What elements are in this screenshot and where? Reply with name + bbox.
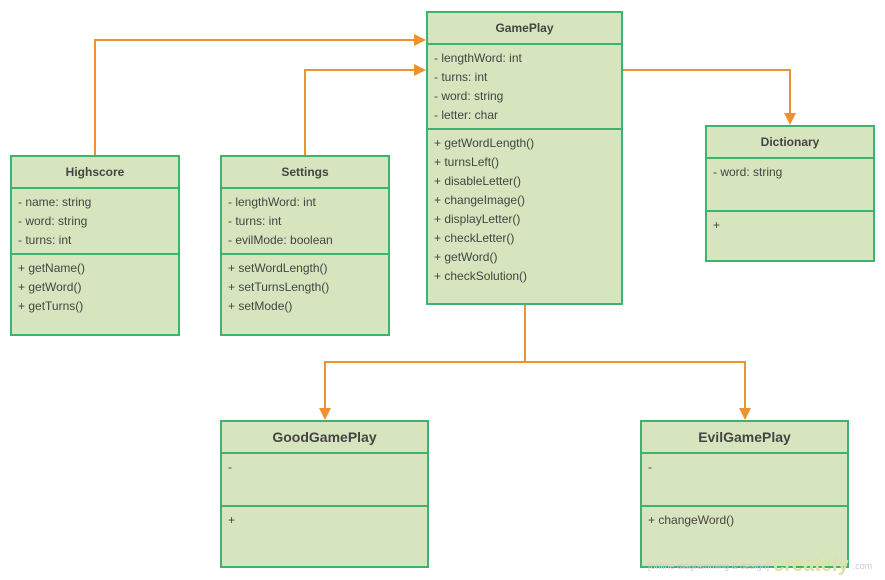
operation: + (228, 513, 236, 527)
edge-gameplay-to-dictionary[interactable] (623, 69, 796, 125)
attributes-section: - (222, 452, 427, 505)
operation: + setTurnsLength() (228, 280, 330, 294)
attribute: - lengthWord: int (228, 195, 316, 209)
operation: + changeWord() (648, 513, 735, 527)
operation: + checkSolution() (434, 269, 528, 283)
attributes-section: - word: string (707, 157, 873, 210)
class-title: GoodGamePlay (272, 429, 377, 445)
operation: + turnsLeft() (434, 155, 500, 169)
operation: + checkLetter() (434, 231, 515, 245)
class-goodgameplay[interactable]: GoodGamePlay - + (220, 420, 429, 568)
operation: + disableLetter() (434, 174, 522, 188)
operations-section: + setWordLength() + setTurnsLength() + set… (222, 253, 388, 338)
attribute: - turns: int (18, 233, 72, 247)
attributes-section: - lengthWord: int - turns: int - word: str… (428, 43, 621, 128)
attribute: - letter: char (434, 108, 499, 122)
attribute: - (228, 460, 232, 474)
class-evilgameplay[interactable]: EvilGamePlay - + changeWord() (640, 420, 849, 568)
watermark-tagline: [online diagramming & design] (648, 561, 770, 571)
operation: + getWord() (434, 250, 498, 264)
operation: + getName() (18, 261, 86, 275)
class-settings[interactable]: Settings - lengthWord: int- turns: int- … (220, 155, 390, 336)
class-gameplay[interactable]: GamePlay - lengthWord: int- turns: int- … (426, 11, 623, 305)
operation: + changeImage() (434, 193, 526, 207)
operations-section: + (222, 505, 427, 570)
operations-section: + (707, 210, 873, 264)
class-dictionary[interactable]: Dictionary - word: string + (705, 125, 875, 262)
operations-section: + getName() + getWord() + getTurns() (12, 253, 178, 338)
edge-settings-to-gameplay[interactable] (304, 64, 426, 155)
operation: + setMode() (228, 299, 293, 313)
class-title: Highscore (65, 165, 125, 179)
operation: + getWordLength() (434, 136, 535, 150)
operation: + getTurns() (18, 299, 84, 313)
class-title: Dictionary (760, 135, 820, 149)
operations-section: + getWordLength() + turnsLeft() + disableL… (428, 128, 621, 307)
operation: + (713, 218, 721, 232)
attributes-section: - (642, 452, 847, 505)
edge-gameplay-to-goodgameplay[interactable] (319, 305, 526, 420)
edge-highscore-to-gameplay[interactable] (94, 34, 426, 155)
attribute: - word: string (434, 89, 504, 103)
class-title: Settings (281, 165, 329, 179)
attribute: - word: string (713, 165, 783, 179)
attribute: - turns: int (434, 70, 488, 84)
attribute: - turns: int (228, 214, 282, 228)
operation: + getWord() (18, 280, 82, 294)
class-highscore[interactable]: Highscore - name: string- word: string- … (10, 155, 180, 336)
attributes-section: - name: string - word: string - turns: int (12, 187, 178, 253)
watermark-domain: .com (852, 561, 873, 571)
class-title: EvilGamePlay (698, 429, 791, 445)
operation: + displayLetter() (434, 212, 521, 226)
creately-watermark: [online diagramming & design] creately .… (648, 550, 880, 576)
operation: + setWordLength() (228, 261, 328, 275)
operations-section: + changeWord() (642, 505, 847, 570)
attribute: - (648, 460, 652, 474)
attributes-section: - lengthWord: int - turns: int - evilMode:… (222, 187, 388, 253)
attribute: - name: string (18, 195, 92, 209)
attribute: - word: string (18, 214, 88, 228)
class-title: GamePlay (495, 21, 554, 35)
attribute: - evilMode: boolean (228, 233, 333, 247)
edge-gameplay-to-evilgameplay[interactable] (525, 361, 751, 420)
watermark-logo: creately (773, 554, 849, 576)
attribute: - lengthWord: int (434, 51, 522, 65)
